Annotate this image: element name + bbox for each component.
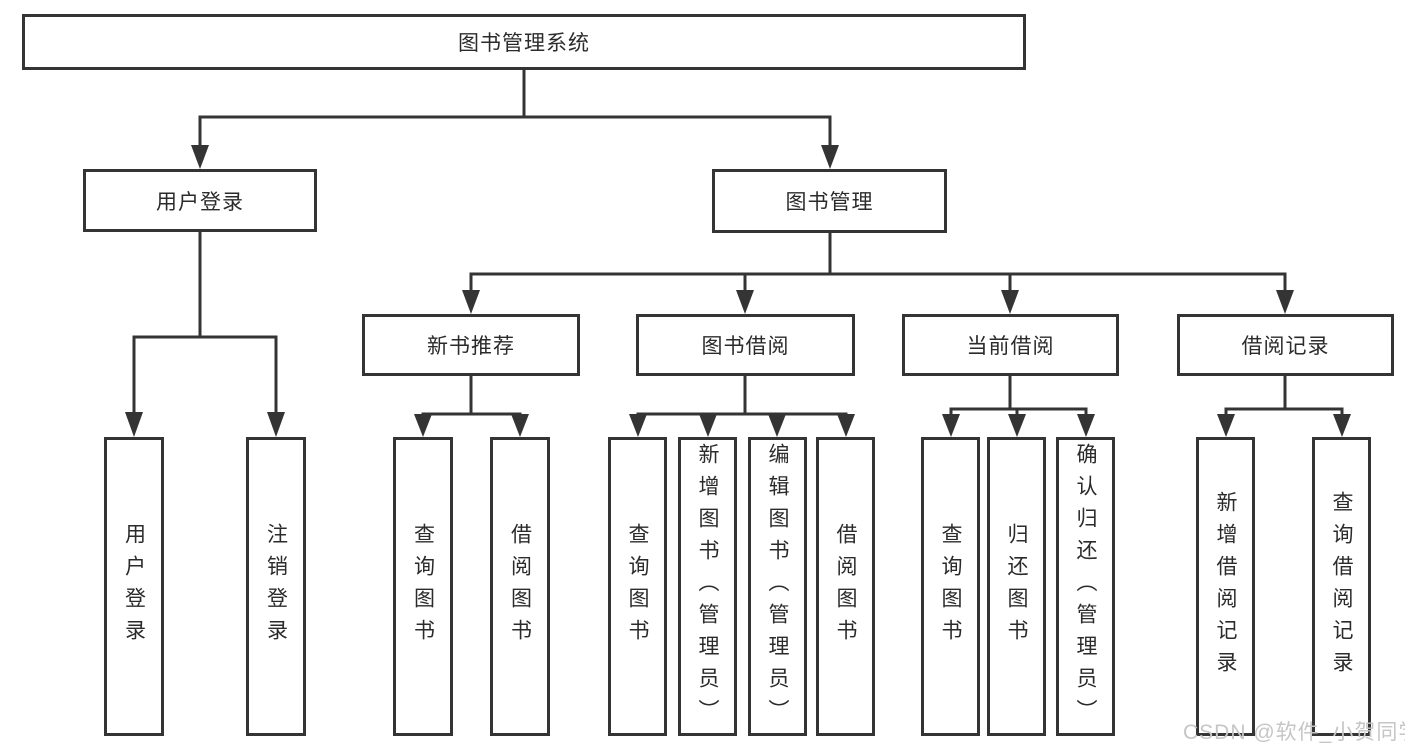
node-borrowing-records-label: 借阅记录 — [1241, 335, 1330, 358]
arrowhead — [1001, 290, 1019, 314]
csdn-watermark: CSDN @软件_小贺同学 — [1183, 721, 1405, 744]
node-new-book-recommendation-label: 新书推荐 — [427, 335, 515, 358]
leaf-newbook-query-books-label: 查询图书 — [411, 522, 435, 651]
leaf-borrow-borrow-books: 借阅图书 — [816, 437, 875, 736]
arrowhead — [191, 145, 209, 169]
node-book-management-label: 图书管理 — [785, 191, 874, 214]
arrowhead — [267, 412, 285, 437]
leaf-borrow-query-books-label: 查询图书 — [626, 522, 650, 651]
node-user-login-label: 用户登录 — [156, 190, 244, 214]
leaf-borrow-edit-books-admin: 编辑图书（管理员） — [748, 437, 807, 736]
leaf-record-add-borrow-record-label: 新增借阅记录 — [1214, 490, 1238, 683]
arrowhead — [414, 414, 432, 437]
arrowhead — [736, 290, 754, 314]
arrowhead — [1333, 414, 1351, 437]
arrowhead — [1217, 414, 1235, 437]
leaf-current-confirm-return-admin-label: 确认归还（管理员） — [1074, 442, 1098, 731]
leaf-user-login: 用户登录 — [104, 437, 164, 736]
leaf-current-confirm-return-admin: 确认归还（管理员） — [1056, 437, 1115, 736]
node-user-login: 用户登录 — [83, 169, 317, 232]
arrowhead — [462, 290, 480, 314]
node-book-borrowing-label: 图书借阅 — [701, 335, 790, 358]
node-new-book-recommendation: 新书推荐 — [362, 314, 580, 376]
node-borrowing-records: 借阅记录 — [1177, 314, 1394, 376]
leaf-record-query-borrow-record-label: 查询借阅记录 — [1330, 490, 1354, 683]
leaf-borrow-query-books: 查询图书 — [608, 437, 667, 736]
leaf-newbook-borrow-books: 借阅图书 — [490, 437, 550, 736]
arrowhead — [942, 414, 960, 437]
leaf-newbook-borrow-books-label: 借阅图书 — [508, 522, 532, 651]
node-current-borrowing: 当前借阅 — [902, 314, 1119, 376]
leaf-record-query-borrow-record: 查询借阅记录 — [1312, 437, 1371, 736]
leaf-current-return-books: 归还图书 — [987, 437, 1046, 736]
leaf-record-add-borrow-record: 新增借阅记录 — [1196, 437, 1255, 736]
leaf-borrow-edit-books-admin-label: 编辑图书（管理员） — [766, 442, 790, 731]
leaf-current-query-books: 查询图书 — [921, 437, 980, 736]
arrowhead — [1276, 290, 1294, 314]
arrowhead — [1077, 414, 1095, 437]
arrowhead — [821, 145, 839, 169]
node-library-system-label: 图书管理系统 — [458, 32, 590, 55]
leaf-borrow-add-books-admin: 新增图书（管理员） — [678, 437, 737, 736]
leaf-logout: 注销登录 — [246, 437, 306, 736]
arrowhead — [511, 414, 529, 437]
leaf-logout-label: 注销登录 — [264, 522, 288, 651]
arrowhead — [125, 412, 143, 437]
arrowhead — [699, 414, 717, 437]
node-book-borrowing: 图书借阅 — [636, 314, 855, 376]
node-current-borrowing-label: 当前借阅 — [966, 335, 1055, 358]
arrowhead — [629, 414, 647, 437]
leaf-borrow-borrow-books-label: 借阅图书 — [834, 522, 858, 651]
leaf-current-query-books-label: 查询图书 — [939, 522, 963, 651]
node-library-system: 图书管理系统 — [22, 14, 1026, 70]
leaf-borrow-add-books-admin-label: 新增图书（管理员） — [696, 442, 720, 731]
leaf-user-login-label: 用户登录 — [122, 522, 146, 651]
arrowhead — [768, 414, 786, 437]
node-book-management: 图书管理 — [712, 169, 947, 233]
arrowhead — [837, 414, 855, 437]
leaf-current-return-books-label: 归还图书 — [1005, 522, 1029, 651]
arrowhead — [1008, 414, 1026, 437]
leaf-newbook-query-books: 查询图书 — [393, 437, 453, 736]
